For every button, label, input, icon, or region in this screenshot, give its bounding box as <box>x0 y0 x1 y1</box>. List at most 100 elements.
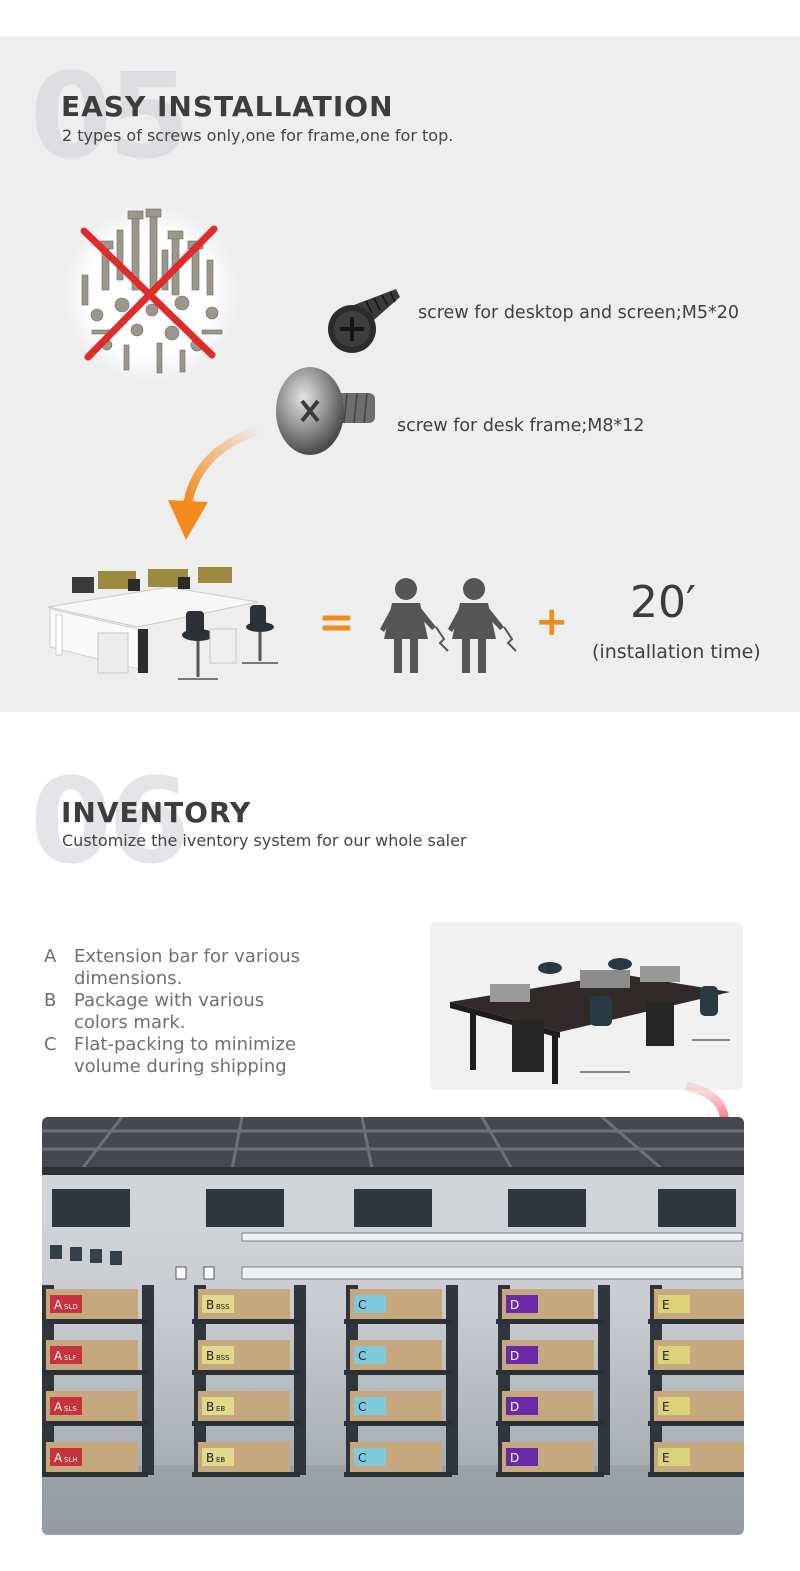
equals-sign: = <box>318 597 355 648</box>
large-screw-icon <box>276 367 375 455</box>
box-label: C <box>358 1349 366 1363</box>
box-sublabel: SLD <box>64 1303 78 1311</box>
box-label: C <box>358 1400 366 1414</box>
small-screw-icon <box>328 289 400 353</box>
box-sublabel: SLF <box>64 1354 76 1362</box>
box-label: E <box>662 1349 670 1363</box>
list-item-line: dimensions. <box>74 968 183 989</box>
section-title: INVENTORY <box>61 796 252 829</box>
box-label: A <box>54 1298 63 1312</box>
shelf-bar <box>648 1472 744 1477</box>
shelf-bar <box>344 1319 452 1324</box>
list-item-letter: C <box>44 1034 57 1055</box>
color-tag <box>506 1346 538 1364</box>
box-sublabel: BSS <box>216 1354 230 1362</box>
box-label: C <box>358 1298 366 1312</box>
list-item-line: Package with various <box>74 990 265 1011</box>
shelf-post <box>598 1285 610 1475</box>
curved-arrow-icon <box>168 425 262 540</box>
section-number: 06 <box>30 752 190 890</box>
list-item: B Package with various colors mark. <box>44 990 384 1034</box>
color-tag <box>658 1448 690 1466</box>
box-label: B <box>206 1298 214 1312</box>
section-number: 05 <box>30 47 190 185</box>
list-item-line: Extension bar for various <box>74 946 301 967</box>
color-tag <box>658 1346 690 1364</box>
box-sublabel: BSS <box>216 1303 230 1311</box>
color-tag <box>354 1295 386 1313</box>
box-label: B <box>206 1400 214 1414</box>
small-screw-label: screw for desktop and screen;M5*20 <box>418 303 739 323</box>
shelf-post <box>446 1285 458 1475</box>
shelf-bar <box>42 1472 148 1477</box>
shelf-post <box>294 1285 306 1475</box>
section-title: EASY INSTALLATION <box>61 90 394 123</box>
shelf-post <box>194 1285 206 1475</box>
color-tag <box>354 1397 386 1415</box>
box-sublabel: EB <box>216 1405 225 1413</box>
shelf-post <box>498 1285 510 1475</box>
dark-desk-image <box>430 922 743 1090</box>
shelf-bar <box>344 1421 452 1426</box>
installation-time-label: (installation time) <box>592 641 761 663</box>
box-label: B <box>206 1451 214 1465</box>
color-tag <box>658 1397 690 1415</box>
box-label: A <box>54 1349 63 1363</box>
two-workers-icon <box>380 578 517 673</box>
box-label: D <box>510 1349 519 1363</box>
shelf-unit-d: D D D D <box>496 1285 610 1477</box>
shelf-unit-c: C C C C <box>344 1285 458 1477</box>
color-tag <box>506 1295 538 1313</box>
shelf-bar <box>42 1370 148 1375</box>
color-tag <box>354 1346 386 1364</box>
box-label: D <box>510 1451 519 1465</box>
shelf-post <box>142 1285 154 1475</box>
shelf-bar <box>648 1421 744 1426</box>
list-item: A Extension bar for various dimensions. <box>44 946 384 990</box>
shelf-bar <box>42 1319 148 1324</box>
feature-list: A Extension bar for various dimensions. … <box>44 946 384 1078</box>
color-tag <box>202 1295 234 1313</box>
shelf-bar <box>192 1370 300 1375</box>
color-tag <box>506 1397 538 1415</box>
color-tag <box>50 1448 82 1466</box>
box-label: D <box>510 1298 519 1312</box>
shelf-bar <box>496 1319 604 1324</box>
shelf-bar <box>496 1472 604 1477</box>
color-tag <box>50 1295 82 1313</box>
color-tag <box>202 1448 234 1466</box>
box-label: C <box>358 1451 366 1465</box>
shelf-bar <box>496 1370 604 1375</box>
shelf-bar <box>648 1370 744 1375</box>
box-label: E <box>662 1400 670 1414</box>
list-item-letter: B <box>44 990 57 1011</box>
box-label: A <box>54 1451 63 1465</box>
section-subtitle: 2 types of screws only,one for frame,one… <box>62 126 454 145</box>
color-tag <box>506 1448 538 1466</box>
color-tag <box>202 1397 234 1415</box>
list-item: C Flat-packing to minimize volume during… <box>44 1034 384 1078</box>
box-label: D <box>510 1400 519 1414</box>
installation-time-value: 20′ <box>630 577 696 628</box>
box-label: B <box>206 1349 214 1363</box>
plus-sign: + <box>535 599 569 645</box>
shelf-bar <box>648 1319 744 1324</box>
shelf-bar <box>42 1421 148 1426</box>
shelf-post <box>42 1285 54 1475</box>
shelf-bar <box>344 1370 452 1375</box>
list-item-line: volume during shipping <box>74 1056 287 1077</box>
section-subtitle: Customize the iventory system for our wh… <box>62 831 467 850</box>
color-tag <box>50 1397 82 1415</box>
shelf-bar <box>192 1421 300 1426</box>
box-sublabel: SLS <box>64 1405 77 1413</box>
color-tag <box>354 1448 386 1466</box>
box-label: E <box>662 1451 670 1465</box>
shelf-bar <box>496 1421 604 1426</box>
box-sublabel: SLH <box>64 1456 78 1464</box>
color-tag <box>50 1346 82 1364</box>
